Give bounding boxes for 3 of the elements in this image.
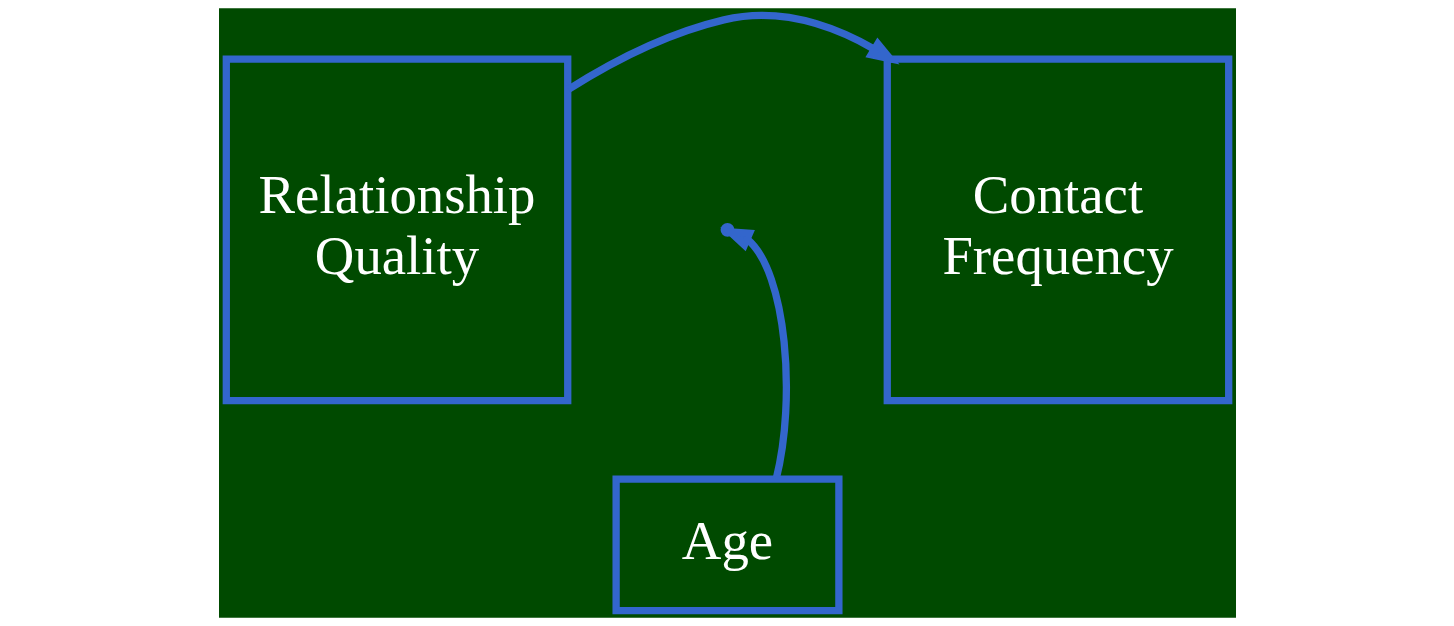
node-box: Contact Frequency: [883, 55, 1232, 405]
node-box: Age: [611, 475, 843, 615]
node-box: Relationship Quality: [222, 55, 571, 405]
